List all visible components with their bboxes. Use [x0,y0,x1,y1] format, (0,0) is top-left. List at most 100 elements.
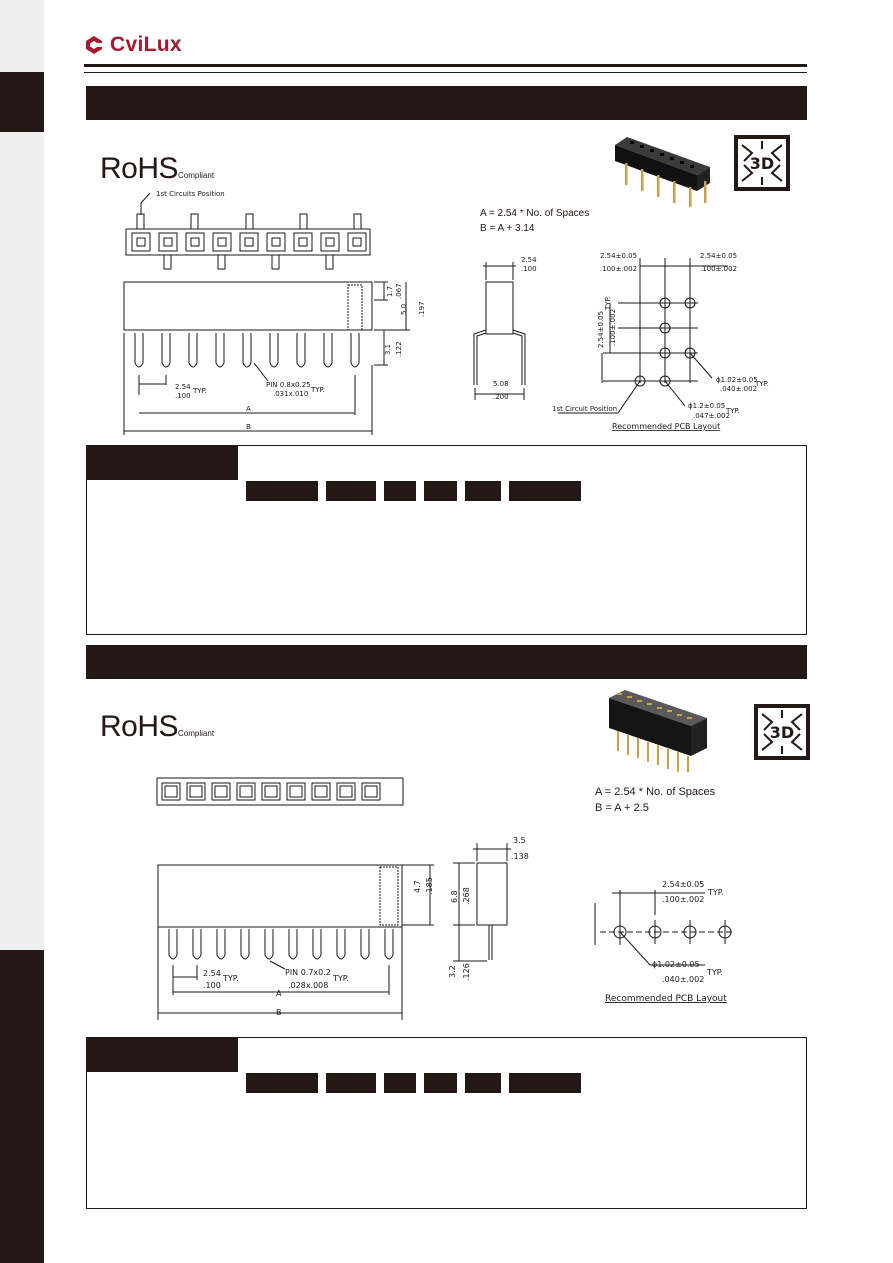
svg-text:B: B [246,423,251,431]
part-code-field [384,481,416,501]
pcb-circuit-label: 1st Circuit Position [552,405,617,413]
svg-text:TYP.: TYP. [222,974,239,983]
spec-a-formula: A = 2.54 * No. of Spaces [595,786,716,798]
part-code-field [465,481,501,501]
section-title-bar [86,645,807,679]
svg-text:5.0: 5.0 [400,304,408,315]
svg-text:.047±.002: .047±.002 [693,412,730,420]
svg-text:3.5: 3.5 [513,836,526,845]
svg-text:ϕ1.02±0.05: ϕ1.02±0.05 [716,376,758,384]
front-view-drawing: 2.54 .100 TYP. PIN 0.7x0.2 .028x.008 TYP… [157,864,434,1020]
side-view-drawing: 2.54 .100 5.08 .200 [473,256,537,401]
part-code-field [326,1073,376,1093]
header-rule-thin [84,72,807,73]
top-view-drawing [156,777,404,806]
svg-text:.100±.002: .100±.002 [700,265,737,273]
svg-text:PIN 0.7x0.2: PIN 0.7x0.2 [285,968,331,977]
svg-text:3.2: 3.2 [448,965,457,978]
svg-text:6.8: 6.8 [450,890,459,903]
svg-text:2.54: 2.54 [521,256,537,264]
brand-mark-icon [86,36,103,54]
svg-text:.028x.008: .028x.008 [288,981,328,990]
product-photo [615,137,710,207]
svg-text:3.1: 3.1 [384,344,392,355]
circuit-position-label: 1st Circuits Position [156,190,225,198]
pcb-layout-drawing: 2.54±0.05 .100±.002 TYP. ϕ1.02±0.05 .040… [594,880,735,1004]
svg-text:TYP.: TYP. [706,968,723,977]
svg-text:.197: .197 [418,301,426,317]
3d-label: 3D [750,154,774,173]
svg-text:TYP.: TYP. [310,386,325,394]
svg-text:TYP.: TYP. [725,407,740,415]
section-title-bar [86,86,807,120]
svg-text:B: B [276,1008,282,1017]
part-code-field [509,1073,581,1093]
ordering-info-box [86,445,807,635]
svg-text:ϕ1.02±0.05: ϕ1.02±0.05 [652,960,700,969]
side-tab-top [0,72,44,132]
part-code-field [326,481,376,501]
brand-name: CviLux [110,33,182,56]
svg-text:.040±.002: .040±.002 [720,385,757,393]
part-code-field [246,481,318,501]
spec-b-formula: B = A + 2.5 [595,802,649,814]
svg-text:.040±.002: .040±.002 [662,975,704,984]
svg-text:2.54±0.05: 2.54±0.05 [597,311,605,348]
ordering-tab [87,446,238,480]
ordering-info-box [86,1037,807,1209]
header-rule [84,64,807,67]
svg-text:.100: .100 [203,981,221,990]
front-view-drawing: 1st Circuits Position 2.54 .100 TYP. PIN… [123,190,426,435]
3d-model-icon[interactable]: 3D [734,135,790,191]
rohs-mark: RoHSCompliant [100,710,215,743]
svg-text:ϕ1.2±0.05: ϕ1.2±0.05 [688,402,725,410]
part-code-field [424,481,457,501]
svg-text:4.7: 4.7 [413,880,422,893]
svg-text:.200: .200 [493,393,509,401]
svg-text:2.54: 2.54 [203,969,221,978]
svg-text:.138: .138 [511,852,529,861]
svg-text:2.54: 2.54 [175,383,191,391]
svg-text:A: A [276,989,282,998]
part-code-field [465,1073,501,1093]
side-tab-bottom [0,950,44,1263]
ordering-tab [87,1038,238,1072]
svg-text:1.7: 1.7 [386,286,394,297]
svg-text:TYP.: TYP. [604,296,612,311]
svg-text:.122: .122 [395,341,403,357]
part-code-field [384,1073,416,1093]
svg-text:PIN 0.8x0.25: PIN 0.8x0.25 [266,381,311,389]
svg-text:TYP.: TYP. [707,888,724,897]
svg-text:A: A [246,405,251,413]
spec-a-formula: A = 2.54 * No. of Spaces [480,208,590,219]
pcb-layout-label: Recommended PCB Layout [612,422,720,431]
part-code-field [509,481,581,501]
svg-text:TYP.: TYP. [754,380,769,388]
svg-text:TYP.: TYP. [192,387,207,395]
svg-text:2.54±0.05: 2.54±0.05 [700,252,737,260]
svg-text:2.54±0.05: 2.54±0.05 [662,880,704,889]
brand-logo: CviLux [84,33,182,57]
svg-text:.268: .268 [462,887,471,905]
pcb-layout-label: Recommended PCB Layout [605,994,727,1004]
svg-text:2.54±0.05: 2.54±0.05 [600,252,637,260]
svg-text:.126: .126 [462,963,471,981]
part-code-field [246,1073,318,1093]
product-photo [609,690,707,772]
3d-label: 3D [770,723,794,742]
rohs-mark: RoHSCompliant [100,152,215,185]
svg-text:.100±.002: .100±.002 [609,309,617,346]
svg-text:.067: .067 [395,283,403,299]
svg-text:TYP.: TYP. [332,974,349,983]
svg-text:.100±.002: .100±.002 [600,265,637,273]
part-code-field [424,1073,457,1093]
svg-text:5.08: 5.08 [493,380,509,388]
svg-text:.100: .100 [175,392,191,400]
spec-b-formula: B = A + 3.14 [480,223,535,234]
svg-text:.185: .185 [425,877,434,895]
svg-text:.100: .100 [521,265,537,273]
side-view-drawing: 3.5 .138 6.8 .268 3.2 .126 [448,836,529,981]
svg-text:.031x.010: .031x.010 [273,390,308,398]
pcb-layout-drawing: 2.54±0.05 .100±.002 2.54±0.05 .100±.002 … [552,252,769,431]
3d-model-icon[interactable]: 3D [754,704,810,760]
